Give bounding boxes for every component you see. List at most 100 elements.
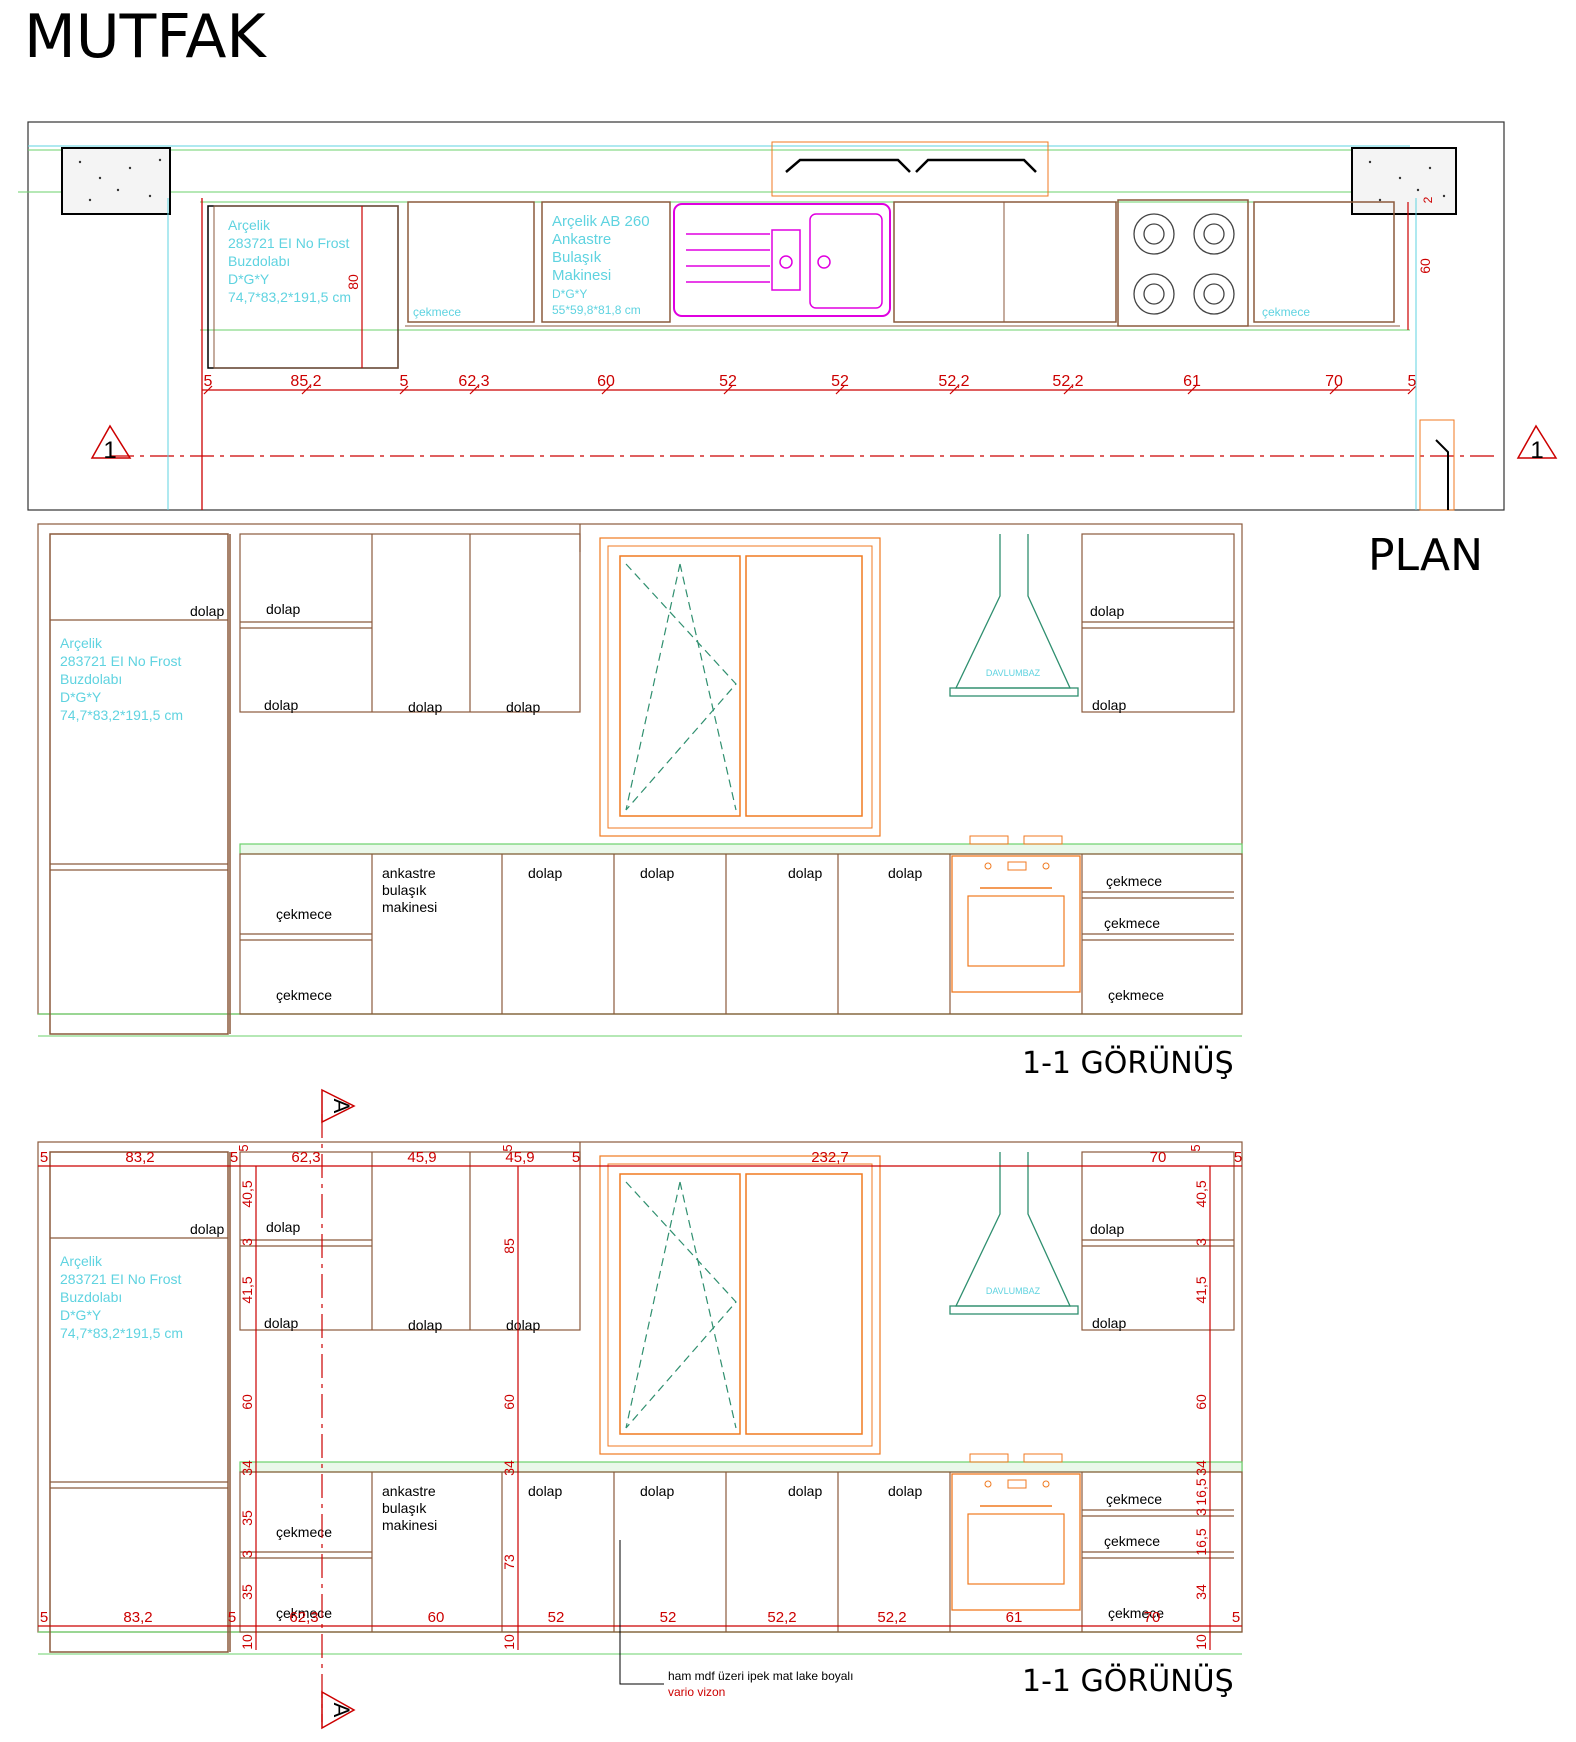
cabinet-label: dolap — [640, 865, 674, 881]
oven-knob — [1042, 1480, 1050, 1488]
view2-title: 1-1 GÖRÜNÜŞ — [1022, 1664, 1234, 1699]
cabinet-label: ankastre — [382, 1483, 436, 1499]
dim-label-vertical: 10 — [1193, 1634, 1209, 1650]
dim-label-top: 83,2 — [125, 1149, 154, 1166]
dim-label-vertical: 41,5 — [1193, 1276, 1209, 1303]
door-leaf — [1435, 439, 1449, 510]
dim-tick — [203, 385, 213, 395]
hood-outline — [954, 1152, 1072, 1307]
dim-tick — [399, 385, 409, 395]
countertop — [239, 1461, 1243, 1473]
drain-icon — [817, 255, 831, 269]
dim-side-small: 2 — [1421, 196, 1435, 203]
hood-label: DAVLUMBAZ — [986, 1286, 1041, 1296]
hob-plan — [1117, 199, 1249, 327]
hob-burner — [1023, 835, 1063, 845]
drainboard-ribs — [686, 233, 770, 283]
dim-label-vertical: 3 — [1193, 1238, 1209, 1246]
window-sash — [785, 158, 1037, 173]
cabinet-label: dolap — [264, 1315, 298, 1331]
dim-tick — [301, 385, 311, 395]
dim-tick — [835, 385, 845, 395]
cabinet-label: dolap — [640, 1483, 674, 1499]
dim-label-top: 45,9 — [505, 1149, 534, 1166]
cabinet-label: bulaşık — [382, 882, 427, 898]
dim-tick — [469, 385, 479, 395]
dim-tick — [601, 385, 611, 395]
window-frame — [599, 537, 881, 837]
dim-label-bottom: 83,2 — [123, 1609, 152, 1626]
plan-frame — [27, 121, 1505, 511]
view1-title: 1-1 GÖRÜNÜŞ — [1022, 1046, 1234, 1081]
hob-burner — [969, 1453, 1009, 1463]
dim-label-bottom: 52 — [548, 1609, 565, 1626]
fridge-label-line: 283721 EI No Frost — [60, 1271, 182, 1287]
dim-label-vertical: 60 — [1193, 1394, 1209, 1410]
dim-label-bottom: 70 — [1144, 1609, 1161, 1626]
dim-label-top: 62,3 — [291, 1149, 320, 1166]
fridge-label: Arçelik 283721 EI No Frost Buzdolabı D*G… — [228, 217, 353, 305]
hob-burner — [1023, 1453, 1063, 1463]
drain-icon — [779, 255, 793, 269]
window-sash-right — [745, 555, 863, 817]
fridge-label-line: D*G*Y — [60, 1307, 102, 1323]
upper-cabinets — [239, 1151, 581, 1331]
dim-tick — [1407, 385, 1417, 395]
sink-basin-small — [771, 229, 801, 291]
dim-label-vertical: 60 — [501, 1394, 517, 1410]
upper-cabinets-right — [1081, 533, 1235, 713]
plan-drawer-label: çekmece — [413, 305, 461, 319]
window-plan — [771, 141, 1049, 197]
dim-tick — [723, 385, 733, 395]
oven — [951, 1473, 1081, 1611]
plan-dim-label: 52,2 — [1052, 373, 1083, 390]
dim-label-vertical: 34 — [501, 1460, 517, 1476]
cabinet-label: çekmece — [276, 906, 332, 922]
cabinet-label: makinesi — [382, 899, 437, 915]
page-title: MUTFAK — [24, 2, 266, 72]
sink-basin — [809, 213, 883, 309]
dishwasher-label: Arçelik AB 260 Ankastre Bulaşık Makinesi… — [552, 213, 654, 317]
fridge-label-line: 283721 EI No Frost — [60, 653, 182, 669]
dim-side-depth: 60 — [1417, 258, 1433, 274]
section-marker-a-top — [321, 1088, 356, 1124]
plan-title: PLAN — [1368, 530, 1484, 581]
cabinet-label: ankastre — [382, 865, 436, 881]
dim-label-vertical: 34 — [1193, 1460, 1209, 1476]
column-hatch — [78, 158, 1446, 202]
dim-label-vertical: 60 — [239, 1394, 255, 1410]
window-frame-inner — [607, 545, 873, 829]
cabinet-label: dolap — [1092, 697, 1126, 713]
dim-label-vertical: 73 — [501, 1554, 517, 1570]
cabinet-label: makinesi — [382, 1517, 437, 1533]
plan-dim-label: 5 — [400, 373, 409, 390]
column-right — [1351, 147, 1457, 215]
oven-knob — [984, 1480, 992, 1488]
dim-label-vertical: 16,5 — [1193, 1528, 1209, 1555]
hood-outline — [954, 534, 1072, 689]
cabinet-label: dolap — [266, 601, 300, 617]
cabinet-label: dolap — [1090, 603, 1124, 619]
fridge-label-line: Buzdolabı — [60, 671, 122, 687]
hood-base — [949, 1305, 1079, 1315]
dim-label-vertical: 35 — [239, 1510, 255, 1526]
dim-label-vertical: 85 — [501, 1238, 517, 1254]
cabinet-label: dolap — [408, 699, 442, 715]
fridge-label-line: Arçelik — [60, 1253, 103, 1269]
dim-label-top: 5 — [40, 1149, 48, 1166]
dim-fridge-depth: 80 — [345, 274, 361, 290]
plan-dim-label: 52,2 — [938, 373, 969, 390]
dim-label-vertical: 40,5 — [1193, 1180, 1209, 1207]
column-left — [61, 147, 171, 215]
cabinet-label: dolap — [528, 865, 562, 881]
dim-label-vertical: 35 — [239, 1584, 255, 1600]
oven-display — [1007, 1479, 1027, 1489]
fridge-label-line: Arçelik — [60, 635, 103, 651]
dim-label-vertical: 3 — [1193, 1508, 1209, 1516]
dim-label-top-small: 5 — [236, 1144, 251, 1151]
plan-dim-label: 85,2 — [290, 373, 321, 390]
dim-label-vertical: 10 — [501, 1634, 517, 1650]
upper-cabinets — [239, 533, 581, 713]
cabinet-plan — [407, 201, 535, 323]
sink-plan — [673, 203, 891, 317]
